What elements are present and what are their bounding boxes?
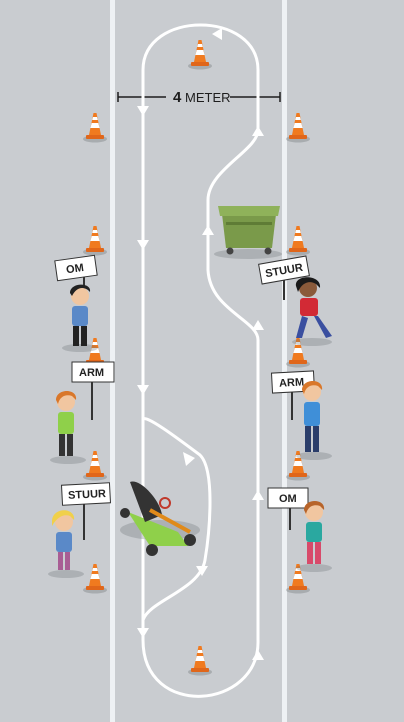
child-sign-om-left: OM <box>54 254 98 352</box>
arrow-down-2 <box>137 240 149 250</box>
direction-arrows <box>137 28 264 660</box>
child-sign-arm-right: ARM <box>270 370 332 460</box>
arrow-left-top <box>212 28 222 40</box>
arrow-up-1 <box>252 650 264 660</box>
dimension-unit: METER <box>185 90 231 105</box>
arrow-up-2 <box>252 490 264 500</box>
sign-label: OM <box>279 493 297 505</box>
sign-label: OM <box>65 262 84 276</box>
lane-line-right <box>282 0 287 722</box>
arrow-down-5 <box>196 566 208 576</box>
arrow-up-4 <box>202 225 214 235</box>
sign-label: ARM <box>279 376 305 389</box>
lane-line-left <box>110 0 115 722</box>
arrow-up-3 <box>252 320 264 330</box>
child-sign-om-right: OM <box>267 487 332 572</box>
arrow-up-5 <box>252 126 264 136</box>
arrow-down-6 <box>137 628 149 638</box>
dimension-value: 4 <box>173 89 182 106</box>
child-sign-arm-left: ARM <box>50 361 115 464</box>
arrow-down-4 <box>183 452 195 466</box>
sign-label: ARM <box>79 367 104 379</box>
sign-label: STUUR <box>68 488 107 502</box>
waste-container-illustration <box>214 206 282 259</box>
child-sign-stuur-right: STUUR <box>258 255 332 346</box>
dimension-marker: 4 METER <box>117 89 281 106</box>
child-sign-stuur-left: STUUR <box>48 482 112 578</box>
go-kart-illustration <box>120 481 200 556</box>
arrow-down-1 <box>137 106 149 116</box>
arrow-down-3 <box>137 385 149 395</box>
